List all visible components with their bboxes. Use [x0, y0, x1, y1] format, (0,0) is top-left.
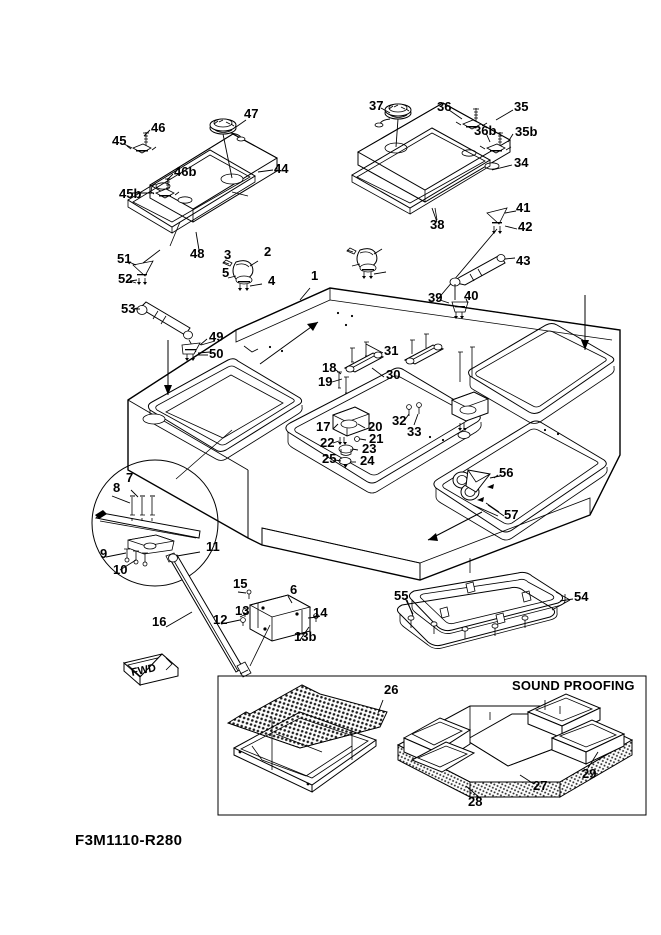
part-47-fuel-cap	[209, 118, 246, 179]
callout-13: 13	[235, 603, 249, 618]
callout-2: 2	[264, 244, 271, 259]
fasteners-45-46-upper	[126, 132, 157, 154]
callout-36-second: 36b	[474, 123, 496, 138]
assembly-latch-cluster-center	[331, 333, 490, 468]
callout-7: 7	[126, 470, 133, 485]
callout-4: 4	[268, 273, 276, 288]
callout-10: 10	[113, 562, 127, 577]
callout-25: 25	[322, 451, 336, 466]
callout-30: 30	[386, 367, 400, 382]
callout-45-second: 45b	[119, 186, 141, 201]
callout-26: 26	[384, 682, 398, 697]
callout-37: 37	[369, 98, 383, 113]
callout-56: 56	[499, 465, 513, 480]
inset-title: SOUND PROOFING	[512, 678, 635, 693]
callout-53: 53	[121, 301, 135, 316]
callout-1: 1	[311, 268, 318, 283]
callout-3: 3	[224, 247, 231, 262]
callout-6: 6	[290, 582, 297, 597]
callout-numbers: 1 2 3 4 5 6 7 8 9 10 11 12 13 13b 14 15 …	[100, 98, 596, 809]
callout-18: 18	[322, 360, 336, 375]
callout-32: 32	[392, 413, 406, 428]
callout-38: 38	[430, 217, 444, 232]
callout-57: 57	[504, 507, 518, 522]
part-37-fuel-cap	[374, 103, 412, 148]
detail-circle-7-11	[91, 429, 233, 587]
callout-49: 49	[209, 329, 223, 344]
callout-leader-lines	[123, 107, 574, 615]
callout-54: 54	[574, 589, 589, 604]
callout-22: 22	[320, 435, 334, 450]
part-41-42-clip	[436, 207, 508, 301]
callout-46: 46	[151, 120, 165, 135]
assembly-54-55-access-hatch	[396, 558, 571, 649]
assembly-56-57-fittings	[452, 469, 500, 517]
callout-44: 44	[274, 161, 289, 176]
callout-48: 48	[190, 246, 204, 261]
fwd-orientation-marker: FWD	[122, 653, 180, 687]
fwd-label: FWD	[130, 662, 157, 679]
callout-9: 9	[100, 546, 107, 561]
callout-28: 28	[468, 794, 482, 809]
callout-34: 34	[514, 155, 529, 170]
main-deck-body	[127, 287, 621, 581]
assembly-left-hinge-2-5	[222, 259, 263, 291]
callout-29: 29	[582, 766, 596, 781]
callout-31: 31	[384, 343, 398, 358]
callout-36: 36	[437, 99, 451, 114]
callout-55: 55	[394, 588, 408, 603]
callout-16: 16	[152, 614, 166, 629]
callout-51: 51	[117, 251, 131, 266]
callout-27: 27	[533, 778, 547, 793]
part-43-gas-strut-right	[449, 254, 516, 287]
callout-40: 40	[464, 288, 478, 303]
callout-23: 23	[362, 441, 376, 456]
callout-13-second: 13b	[294, 629, 316, 644]
callout-43: 43	[516, 253, 530, 268]
callout-50: 50	[209, 346, 223, 361]
callout-52: 52	[118, 271, 132, 286]
callout-17: 17	[316, 419, 330, 434]
callout-11: 11	[206, 539, 220, 554]
fasteners-45-46-lower	[149, 178, 180, 199]
assembly-left-hatch-lid	[127, 133, 279, 247]
assembly-51-53-strut	[126, 249, 197, 353]
callout-45: 45	[112, 133, 126, 148]
parts-27-28-29-sound-insulation	[396, 693, 634, 799]
part-26-sound-mat	[226, 684, 388, 793]
assembly-right-hinge-2-5	[346, 247, 387, 279]
callout-42: 42	[518, 219, 532, 234]
assembly-bracket-6	[220, 589, 319, 667]
part-16-support-rod	[165, 553, 252, 678]
callout-47: 47	[244, 106, 258, 121]
fasteners-35-36-upper	[455, 108, 488, 130]
callout-35-second: 35b	[515, 124, 537, 139]
callout-15: 15	[233, 576, 247, 591]
callout-8: 8	[113, 480, 120, 495]
callout-41: 41	[516, 200, 530, 215]
callout-33: 33	[407, 424, 421, 439]
callout-39: 39	[428, 290, 442, 305]
callout-19: 19	[318, 374, 332, 389]
sound-proofing-inset: SOUND PROOFING	[217, 675, 647, 816]
callout-24: 24	[360, 453, 375, 468]
callout-46-second: 46b	[174, 164, 196, 179]
callout-21: 21	[369, 431, 383, 446]
callout-5: 5	[222, 265, 229, 280]
callout-20: 20	[368, 419, 382, 434]
fasteners-35-36-lower	[479, 132, 512, 154]
part-number-label: F3M1110-R280	[75, 832, 182, 849]
callout-14: 14	[313, 605, 328, 620]
callout-35: 35	[514, 99, 528, 114]
callout-12: 12	[213, 612, 227, 627]
